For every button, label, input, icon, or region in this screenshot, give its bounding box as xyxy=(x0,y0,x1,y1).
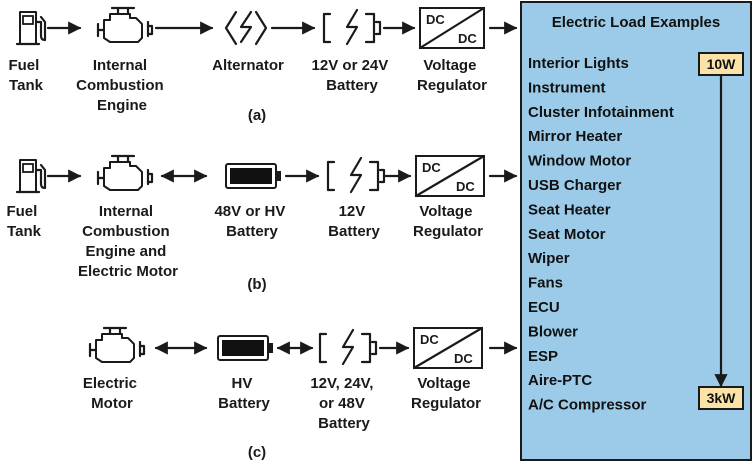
battery-label: 12V, 24V, or 48V Battery xyxy=(310,375,377,432)
caption-b: (b) xyxy=(247,276,266,293)
hv-battery-icon xyxy=(225,163,282,189)
regulator-label: Voltage Regulator xyxy=(411,375,481,412)
hv-battery-label: 48V or HV Battery xyxy=(214,203,289,240)
load-item: Cluster Infotainment xyxy=(528,104,674,121)
dc-dc-converter-icon: DC DC xyxy=(418,6,486,50)
battery-icon xyxy=(326,156,386,194)
scale-high-label: 3kW xyxy=(707,390,737,406)
load-item: Interior Lights xyxy=(528,55,629,72)
dc-dc-converter-icon: DC DC xyxy=(414,154,486,198)
load-item: Seat Heater xyxy=(528,201,611,218)
load-item: ESP xyxy=(528,348,558,365)
fuel-pump-icon xyxy=(15,158,47,194)
scale-low-tag: 10W xyxy=(698,52,744,76)
row-b: DC DC Fuel Tank Internal Combustion Engi… xyxy=(6,154,518,293)
engine-motor-label: Internal Combustion Engine and Electric … xyxy=(78,203,178,280)
battery-icon xyxy=(318,328,378,366)
battery-icon xyxy=(322,8,382,46)
load-item: Wiper xyxy=(528,250,570,267)
fuel-tank-label: Fuel Tank xyxy=(6,203,41,240)
scale-high-tag: 3kW xyxy=(698,386,744,410)
engine-label: Internal Combustion Engine xyxy=(76,57,168,114)
caption-c: (c) xyxy=(248,444,266,461)
alternator-label: Alternator xyxy=(212,57,284,74)
dc-label-bottom: DC xyxy=(456,179,475,194)
panel-title: Electric Load Examples xyxy=(552,14,720,31)
load-item: Blower xyxy=(528,323,578,340)
dc-label-top: DC xyxy=(422,160,441,175)
motor-label: Electric Motor xyxy=(83,375,141,412)
regulator-label: Voltage Regulator xyxy=(413,203,483,240)
dc-label-top: DC xyxy=(426,12,445,27)
hv-battery-label: HV Battery xyxy=(218,375,270,412)
hv-battery-icon xyxy=(217,335,274,361)
caption-a: (a) xyxy=(248,107,266,124)
load-item: Instrument xyxy=(528,79,606,96)
load-item: A/C Compressor xyxy=(528,397,647,414)
load-item: Mirror Heater xyxy=(528,128,622,145)
load-item: Fans xyxy=(528,275,563,292)
fuel-tank-label: Fuel Tank xyxy=(8,57,43,94)
load-item: Aire-PTC xyxy=(528,372,592,389)
engine-icon xyxy=(96,154,154,192)
battery-label: 12V or 24V Battery xyxy=(312,57,393,94)
panel-background xyxy=(520,1,752,461)
load-item: ECU xyxy=(528,299,560,316)
load-item: Window Motor xyxy=(528,153,631,170)
dc-label-bottom: DC xyxy=(458,31,477,46)
load-item: USB Charger xyxy=(528,177,622,194)
battery-label: 12V Battery xyxy=(328,203,380,240)
row-a: DC DC Fuel Tank Internal Combustion Engi… xyxy=(8,6,518,124)
motor-icon xyxy=(88,326,146,364)
row-c: DC DC Electric Motor HV Battery 12V, 24V… xyxy=(83,326,518,461)
dc-label-top: DC xyxy=(420,332,439,347)
dc-label-bottom: DC xyxy=(454,351,473,366)
regulator-label: Voltage Regulator xyxy=(417,57,487,94)
dc-dc-converter-icon: DC DC xyxy=(412,326,484,370)
load-item: Seat Motor xyxy=(528,226,606,243)
load-panel: Electric Load Examples Interior LightsIn… xyxy=(520,1,752,461)
engine-icon xyxy=(96,6,154,44)
alternator-icon xyxy=(224,10,268,46)
fuel-pump-icon xyxy=(15,10,47,46)
scale-low-label: 10W xyxy=(707,56,737,72)
